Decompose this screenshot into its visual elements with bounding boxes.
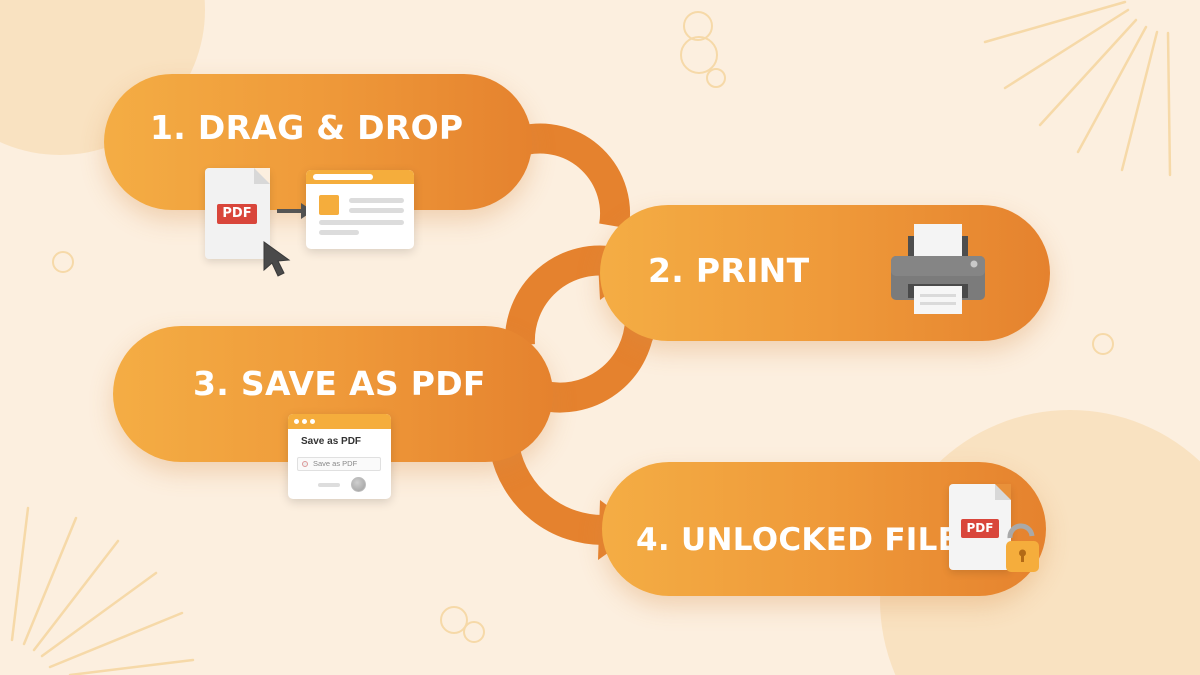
step-4-label: 4. UNLOCKED FILE [636, 522, 960, 558]
step-1-pill: 1. DRAG & DROP [104, 74, 532, 210]
save-dialog-title: Save as PDF [301, 436, 362, 447]
step-2-label: 2. PRINT [648, 251, 810, 290]
open-padlock-icon [1006, 523, 1039, 572]
decor-bubbles [52, 11, 1114, 643]
save-dialog-knob [351, 477, 366, 492]
printer-icon [891, 224, 985, 314]
drop-target-square [319, 195, 339, 215]
app-window-icon [306, 170, 414, 249]
pdf-document-icon: PDF [205, 168, 270, 259]
save-dialog-field: Save as PDF [297, 457, 381, 471]
decor-rays-bottom-left [10, 506, 195, 675]
pdf-tag: PDF [217, 204, 257, 224]
save-dialog-slider [318, 483, 340, 487]
step-3-label: 3. SAVE AS PDF [193, 364, 486, 403]
pdf-document-icon: PDF [949, 484, 1011, 570]
save-as-pdf-dialog-icon: Save as PDF Save as PDF [288, 414, 391, 499]
step-1-label: 1. DRAG & DROP [150, 108, 464, 147]
decor-rays-top-right [983, 0, 1172, 177]
unlocked-pdf-icon: PDF [949, 484, 1041, 584]
cursor-icon [263, 241, 291, 277]
step-3-pill: 3. SAVE AS PDF [113, 326, 553, 462]
